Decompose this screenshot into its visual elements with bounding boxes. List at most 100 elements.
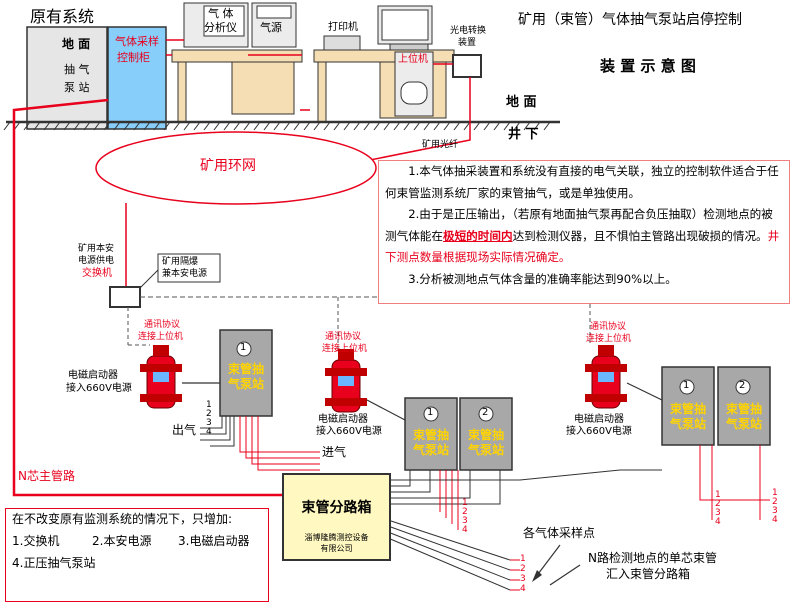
tube-b-3: 3 <box>462 516 468 526</box>
addition-item-2: 2.本安电源 <box>92 534 152 548</box>
gas-analyzer-line1: 气 体 <box>208 7 234 20</box>
note-2-emphasis: 极短的时间内 <box>442 228 513 243</box>
tube-b-1: 1 <box>462 498 468 508</box>
sampling-cabinet-line1: 气体采样 <box>115 35 159 48</box>
tube-a-4: 4 <box>206 427 212 437</box>
sampling-control-cabinet <box>107 26 167 130</box>
electromagnetic-starter-2 <box>325 349 367 413</box>
starter-2-line2: 接入660V电源 <box>316 426 382 437</box>
single-core-note-line1: N路检测地点的单芯束管 <box>588 551 717 565</box>
tube-d-1: 1 <box>520 554 526 564</box>
tube-c2-3: 3 <box>772 506 778 516</box>
note-2-red: 井下测点数量根据现场实际情况确定。 <box>385 228 780 265</box>
tube-a-1: 1 <box>206 400 212 410</box>
addition-item-3: 3.电磁启动器 <box>178 534 250 548</box>
pump-c2-title: 束管抽 气泵站 <box>725 402 762 431</box>
underground-label: 井 下 <box>508 127 539 142</box>
tube-d-2: 2 <box>520 564 526 574</box>
gas-source-label: 气源 <box>260 21 282 34</box>
pump-b1-title: 束管抽 气泵站 <box>412 428 449 457</box>
pump-b1-number: 1 <box>427 407 434 418</box>
tube-d-4: 4 <box>520 584 526 594</box>
note-3: 3.分析被测地点气体含量的准确率能达到90%以上。 <box>408 271 677 286</box>
tube-d-3: 3 <box>520 574 526 584</box>
electromagnetic-starter-1 <box>140 345 182 409</box>
additions-heading: 在不改变原有监测系统的情况下，只增加: <box>12 512 233 526</box>
sampling-points-label: 各气体采样点 <box>523 526 596 540</box>
inlet-label: 进气 <box>322 445 347 459</box>
switch-supply-line1: 矿用本安 <box>78 244 115 254</box>
comm-protocol-1-line1: 通讯协议 <box>144 320 181 330</box>
starter-3-line2: 接入660V电源 <box>566 426 632 437</box>
tube-c1-2: 2 <box>715 499 721 509</box>
splitter-box-title: 束管分路箱 <box>301 500 372 516</box>
splitter-box-maker-line2: 有限公司 <box>320 544 353 553</box>
surface-pump-station-cabinet <box>26 26 108 130</box>
starter-2-line1: 电磁启动器 <box>318 414 368 425</box>
comm-protocol-3-line1: 通讯协议 <box>590 322 627 332</box>
diagram-title-line2: 装 置 示 意 图 <box>600 57 696 75</box>
note-2: 2.由于是正压输出，（若原有地面抽气泵再配合负压抽取）检测地点的被测气体能在极短… <box>385 207 780 265</box>
optical-converter-box <box>452 54 482 78</box>
ring-network-ellipse <box>95 131 377 205</box>
existing-system-label: 原有系统 <box>30 7 95 26</box>
pump-b2-title: 束管抽 气泵站 <box>467 428 504 457</box>
pump-c1-number: 1 <box>683 380 690 391</box>
surface-station-line1: 地 面 <box>62 37 91 51</box>
tube-c2-4: 4 <box>772 515 778 525</box>
splitter-box: 束管分路箱 淄博隆腾测控设备 有限公司 <box>282 473 391 561</box>
comm-protocol-2-line1: 通讯协议 <box>325 332 362 342</box>
starter-3-line1: 电磁启动器 <box>574 414 624 425</box>
main-pipe-line <box>12 98 282 497</box>
surface-station-line2: 抽 气 <box>64 63 90 76</box>
pump-c2-number: 2 <box>739 380 746 391</box>
printer-label: 打印机 <box>328 22 358 33</box>
addition-item-1: 1.交换机 <box>12 534 60 548</box>
starter-1-line2: 接入660V电源 <box>66 383 132 394</box>
main-pipe-label: N芯主管路 <box>18 469 75 483</box>
left-desk-top <box>171 49 303 63</box>
tube-b-4: 4 <box>462 525 468 535</box>
pump-c1-title: 束管抽 气泵站 <box>669 402 706 431</box>
optical-converter-line1: 光电转换 <box>450 26 487 36</box>
printer-device <box>323 35 361 51</box>
additions-box: 在不改变原有监测系统的情况下，只增加: 1.交换机 2.本安电源 3.电磁启动器… <box>5 508 269 602</box>
tube-c2-2: 2 <box>772 497 778 507</box>
pump-b2-number: 2 <box>482 407 489 418</box>
pump-a1-title: 束管抽 气泵站 <box>227 362 264 391</box>
switch-supply-line3: 交换机 <box>82 268 112 279</box>
tube-c1-3: 3 <box>715 508 721 518</box>
single-core-note-line2: 汇入束管分路箱 <box>606 567 691 581</box>
optical-converter-line2: 装置 <box>458 38 477 48</box>
pump-a1-number: 1 <box>240 342 247 353</box>
starter-1-line1: 电磁启动器 <box>68 370 118 381</box>
tube-b-2: 2 <box>462 507 468 517</box>
comm-protocol-1-line2: 连接上位机 <box>138 332 184 342</box>
addition-item-4: 4.正压抽气泵站 <box>12 556 96 570</box>
ring-network-label: 矿用环网 <box>200 158 256 174</box>
tube-c2-1: 1 <box>772 488 778 498</box>
switch-box <box>109 286 141 308</box>
note-1: 1.本气体抽采装置和系统没有直接的电气关联，独立的控制软件适合于任何束管监测系统… <box>385 164 779 200</box>
tube-c1-4: 4 <box>715 517 721 527</box>
ground-label: 地 面 <box>506 95 537 110</box>
flameproof-power-box <box>157 253 221 283</box>
flameproof-power-line1: 矿用隔爆 <box>162 257 199 267</box>
notes-panel: 1.本气体抽采装置和系统没有直接的电气关联，独立的控制软件适合于任何束管监测系统… <box>378 160 790 304</box>
comm-protocol-3-line2: 连接上位机 <box>586 334 632 344</box>
electromagnetic-starter-3 <box>585 345 627 409</box>
flameproof-power-line2: 兼本安电源 <box>162 269 208 279</box>
diagram-title-line1: 矿用（束管）气体抽气泵站启停控制 <box>518 12 742 28</box>
surface-station-line3: 泵 站 <box>64 81 90 94</box>
switch-supply-line2: 电源供电 <box>78 256 115 266</box>
tube-a-3: 3 <box>206 418 212 428</box>
tube-a-2: 2 <box>206 409 212 419</box>
comm-protocol-2-line2: 连接上位机 <box>322 344 368 354</box>
gas-analyzer-line2: 分析仪 <box>204 21 237 34</box>
upper-computer-label: 上位机 <box>398 54 428 65</box>
mine-fiber-label: 矿用光纤 <box>422 140 459 150</box>
sampling-cabinet-line2: 控制柜 <box>117 51 150 64</box>
splitter-box-maker-line1: 淄博隆腾测控设备 <box>304 533 369 542</box>
tube-c1-1: 1 <box>715 490 721 500</box>
